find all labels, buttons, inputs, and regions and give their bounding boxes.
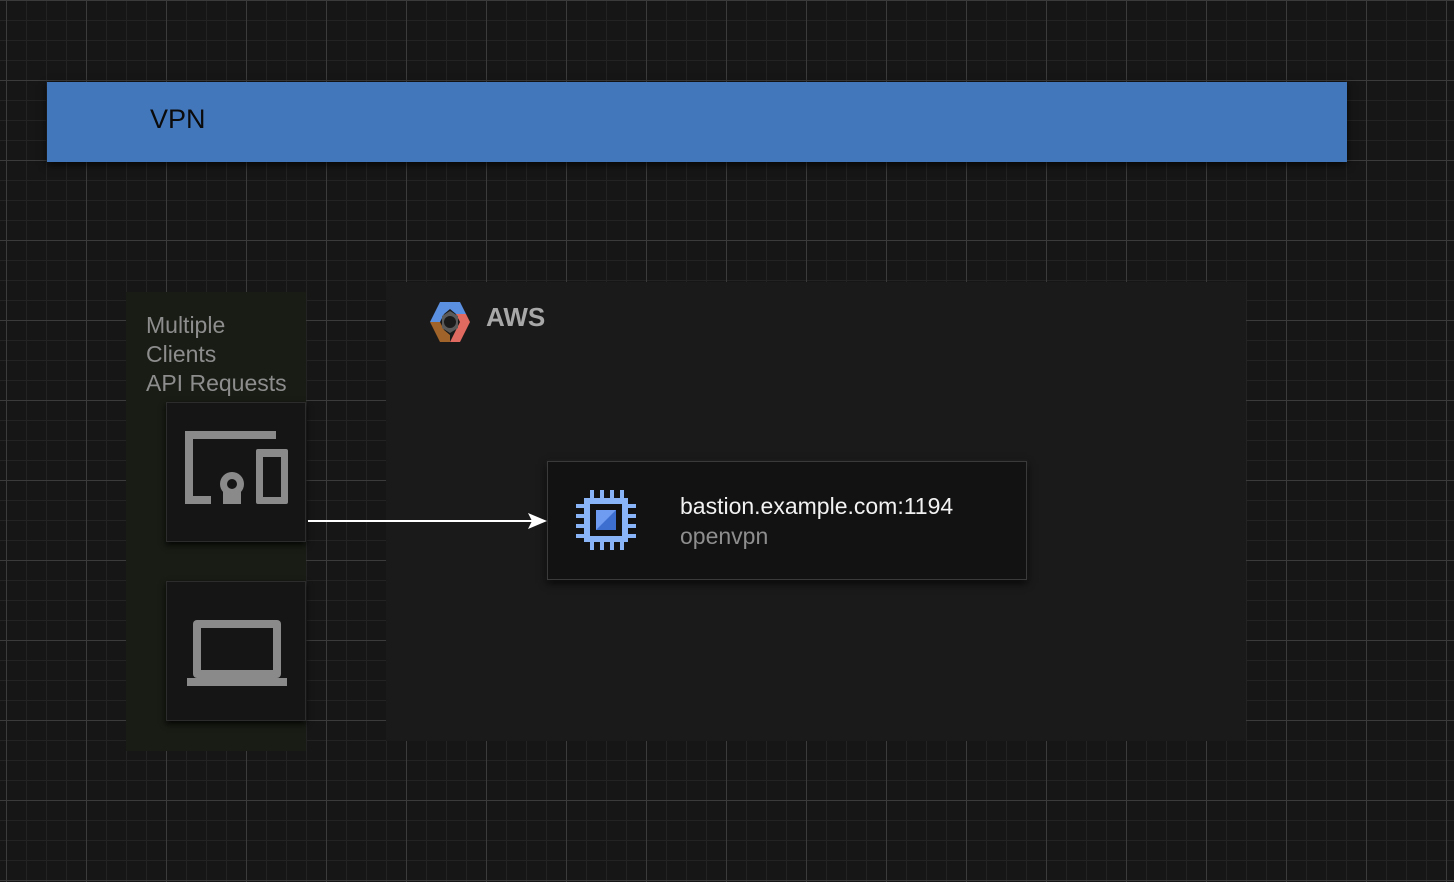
vpn-banner[interactable]: VPN <box>47 82 1347 162</box>
banner-title: VPN <box>150 104 206 134</box>
compute-chip-icon <box>576 490 636 550</box>
arrow-head <box>528 513 547 529</box>
clients-group-label: Multiple Clients API Requests <box>146 311 316 398</box>
aws-group-title: AWS <box>486 302 546 332</box>
client-laptop-node[interactable] <box>166 581 306 721</box>
laptop-icon <box>187 620 287 686</box>
client-devices-node[interactable] <box>166 402 306 542</box>
cloud-provider-hexagon-icon <box>430 302 470 342</box>
clients-label-line-3: API Requests <box>146 370 287 396</box>
bastion-server-node[interactable]: bastion.example.com:1194 openvpn <box>547 461 1027 580</box>
clients-label-line-2: Clients <box>146 341 217 367</box>
clients-group[interactable]: Multiple Clients API Requests <box>126 292 306 751</box>
clients-label-line-1: Multiple <box>146 312 226 338</box>
server-subtitle: openvpn <box>680 523 769 549</box>
devices-icon <box>185 431 288 504</box>
server-name: bastion.example.com:1194 <box>680 493 954 519</box>
